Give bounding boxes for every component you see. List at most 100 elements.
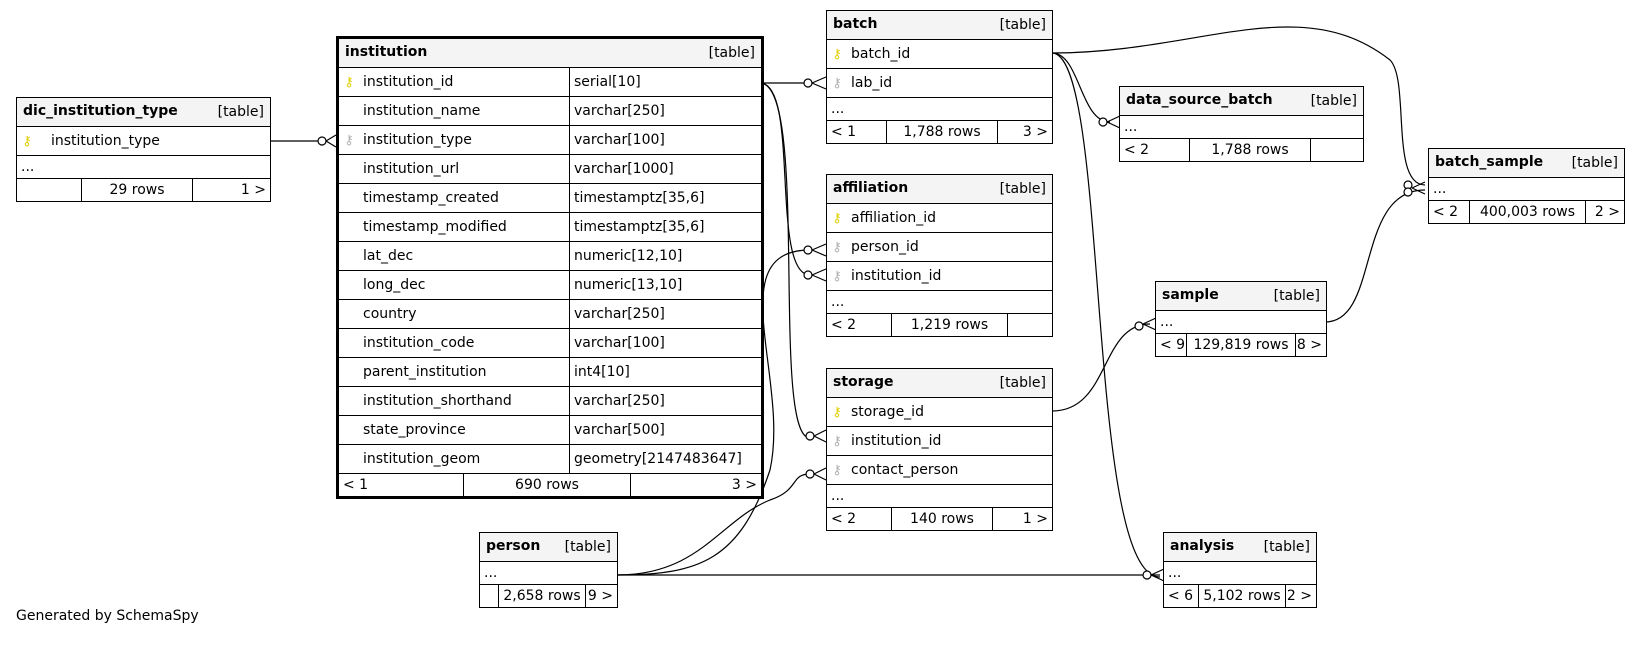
column-type: varchar[250] (574, 306, 665, 322)
column-name: lat_dec (363, 248, 414, 264)
crowfoot (811, 268, 827, 282)
column-name: institution_id (851, 268, 942, 284)
column-type: varchar[100] (574, 132, 665, 148)
footer-right: 8 > (1296, 337, 1322, 353)
column-type: varchar[100] (574, 335, 665, 351)
table-affiliation[interactable]: affiliation[table] ⚷affiliation_id ⚷pers… (826, 174, 1053, 337)
crowfoot (1411, 181, 1426, 195)
table-footer: < 2 140 rows 1 > (827, 508, 1052, 530)
footer-rows: 400,003 rows (1470, 201, 1586, 223)
ellipsis: ... (17, 156, 270, 179)
table-name: data_source_batch (1126, 92, 1273, 108)
crowfoot (813, 429, 827, 443)
table-batch[interactable]: batch[table] ⚷batch_id ⚷lab_id ... < 1 1… (826, 10, 1053, 144)
column-row[interactable]: institution_code varchar[100] (339, 329, 761, 358)
footer-rows: 1,788 rows (1190, 139, 1311, 161)
table-type: [table] (999, 181, 1046, 197)
table-batch-sample[interactable]: batch_sample [table] ... < 2 400,003 rows… (1428, 148, 1625, 224)
table-data-source-batch[interactable]: data_source_batch[table] ... < 2 1,788 r… (1119, 86, 1364, 162)
ellipsis: ... (827, 291, 1052, 314)
key-icon-gray: ⚷ (832, 75, 842, 91)
table-name: batch_sample (1435, 154, 1544, 170)
column-type: int4[10] (574, 364, 630, 380)
generator-credit: Generated by SchemaSpy (16, 608, 199, 624)
crowfoot (813, 467, 827, 481)
column-type: numeric[12,10] (574, 248, 683, 264)
column-type: numeric[13,10] (574, 277, 683, 293)
table-name: affiliation (833, 180, 909, 196)
key-icon-yellow: ⚷ (22, 133, 32, 149)
edge-end-circle (1142, 570, 1152, 580)
edge-end-circle (317, 136, 327, 146)
table-name: dic_institution_type (23, 103, 178, 119)
footer-rows: 29 rows (82, 179, 193, 201)
table-person[interactable]: person[table] ... 2,658 rows 9 > (479, 532, 618, 608)
footer-left: < 2 (1120, 139, 1190, 161)
table-analysis[interactable]: analysis[table] ... < 6 5,102 rows 2 > (1163, 532, 1317, 608)
column-type: geometry[2147483647] (574, 451, 742, 467)
column-type: serial[10] (574, 74, 641, 90)
footer-left: < 6 (1164, 585, 1199, 607)
column-name: affiliation_id (851, 210, 937, 226)
column-type: timestamptz[35,6] (574, 219, 705, 235)
table-type: [table] (1571, 155, 1618, 171)
column-type: varchar[500] (574, 422, 665, 438)
column-row[interactable]: timestamp_modified timestamptz[35,6] (339, 213, 761, 242)
table-storage[interactable]: storage[table] ⚷storage_id ⚷institution_… (826, 368, 1053, 531)
footer-rows: 2,658 rows (499, 585, 586, 607)
column-type: varchar[250] (574, 103, 665, 119)
footer-right: 3 > (1022, 124, 1048, 140)
footer-rows: 1,219 rows (892, 314, 1008, 336)
edge-end-circle (803, 78, 813, 88)
column-name: institution_code (363, 335, 475, 351)
table-footer: < 1 690 rows 3 > (339, 474, 761, 496)
table-type: [table] (708, 45, 755, 61)
table-sample[interactable]: sample[table] ... < 9 129,819 rows 8 > (1155, 281, 1327, 357)
table-footer: < 9 129,819 rows 8 > (1156, 334, 1326, 356)
column-row[interactable]: lat_dec numeric[12,10] (339, 242, 761, 271)
key-icon-gray: ⚷ (344, 132, 354, 148)
table-type: [table] (1273, 288, 1320, 304)
key-icon-yellow: ⚷ (832, 404, 842, 420)
footer-left (480, 585, 499, 607)
footer-right: 3 > (731, 477, 757, 493)
footer-right (1008, 314, 1052, 336)
footer-rows: 5,102 rows (1199, 585, 1286, 607)
column-name: timestamp_modified (363, 219, 507, 235)
table-footer: < 6 5,102 rows 2 > (1164, 585, 1316, 607)
crowfoot (811, 243, 827, 257)
footer-rows: 690 rows (464, 474, 631, 496)
footer-left: < 2 (827, 508, 892, 530)
ellipsis: ... (1429, 178, 1624, 201)
table-dic-institution-type[interactable]: dic_institution_type[table] ⚷institution… (16, 97, 271, 202)
column-name: lab_id (851, 75, 893, 91)
table-name: institution (345, 44, 428, 60)
table-type: [table] (564, 539, 611, 555)
column-name: institution_id (851, 433, 942, 449)
footer-left: < 2 (827, 314, 892, 336)
table-type: [table] (1310, 93, 1357, 109)
ellipsis: ... (1156, 311, 1326, 334)
ellipsis: ... (827, 485, 1052, 508)
edge-end-circle (803, 245, 813, 255)
table-type: [table] (999, 375, 1046, 391)
column-type: varchar[250] (574, 393, 665, 409)
table-footer: < 2 400,003 rows 2 > (1429, 201, 1624, 223)
table-footer: < 2 1,788 rows (1120, 139, 1363, 161)
edge-end-circle (1403, 180, 1413, 190)
key-icon-gray: ⚷ (832, 433, 842, 449)
column-name: timestamp_created (363, 190, 499, 206)
key-icon-yellow: ⚷ (832, 210, 842, 226)
